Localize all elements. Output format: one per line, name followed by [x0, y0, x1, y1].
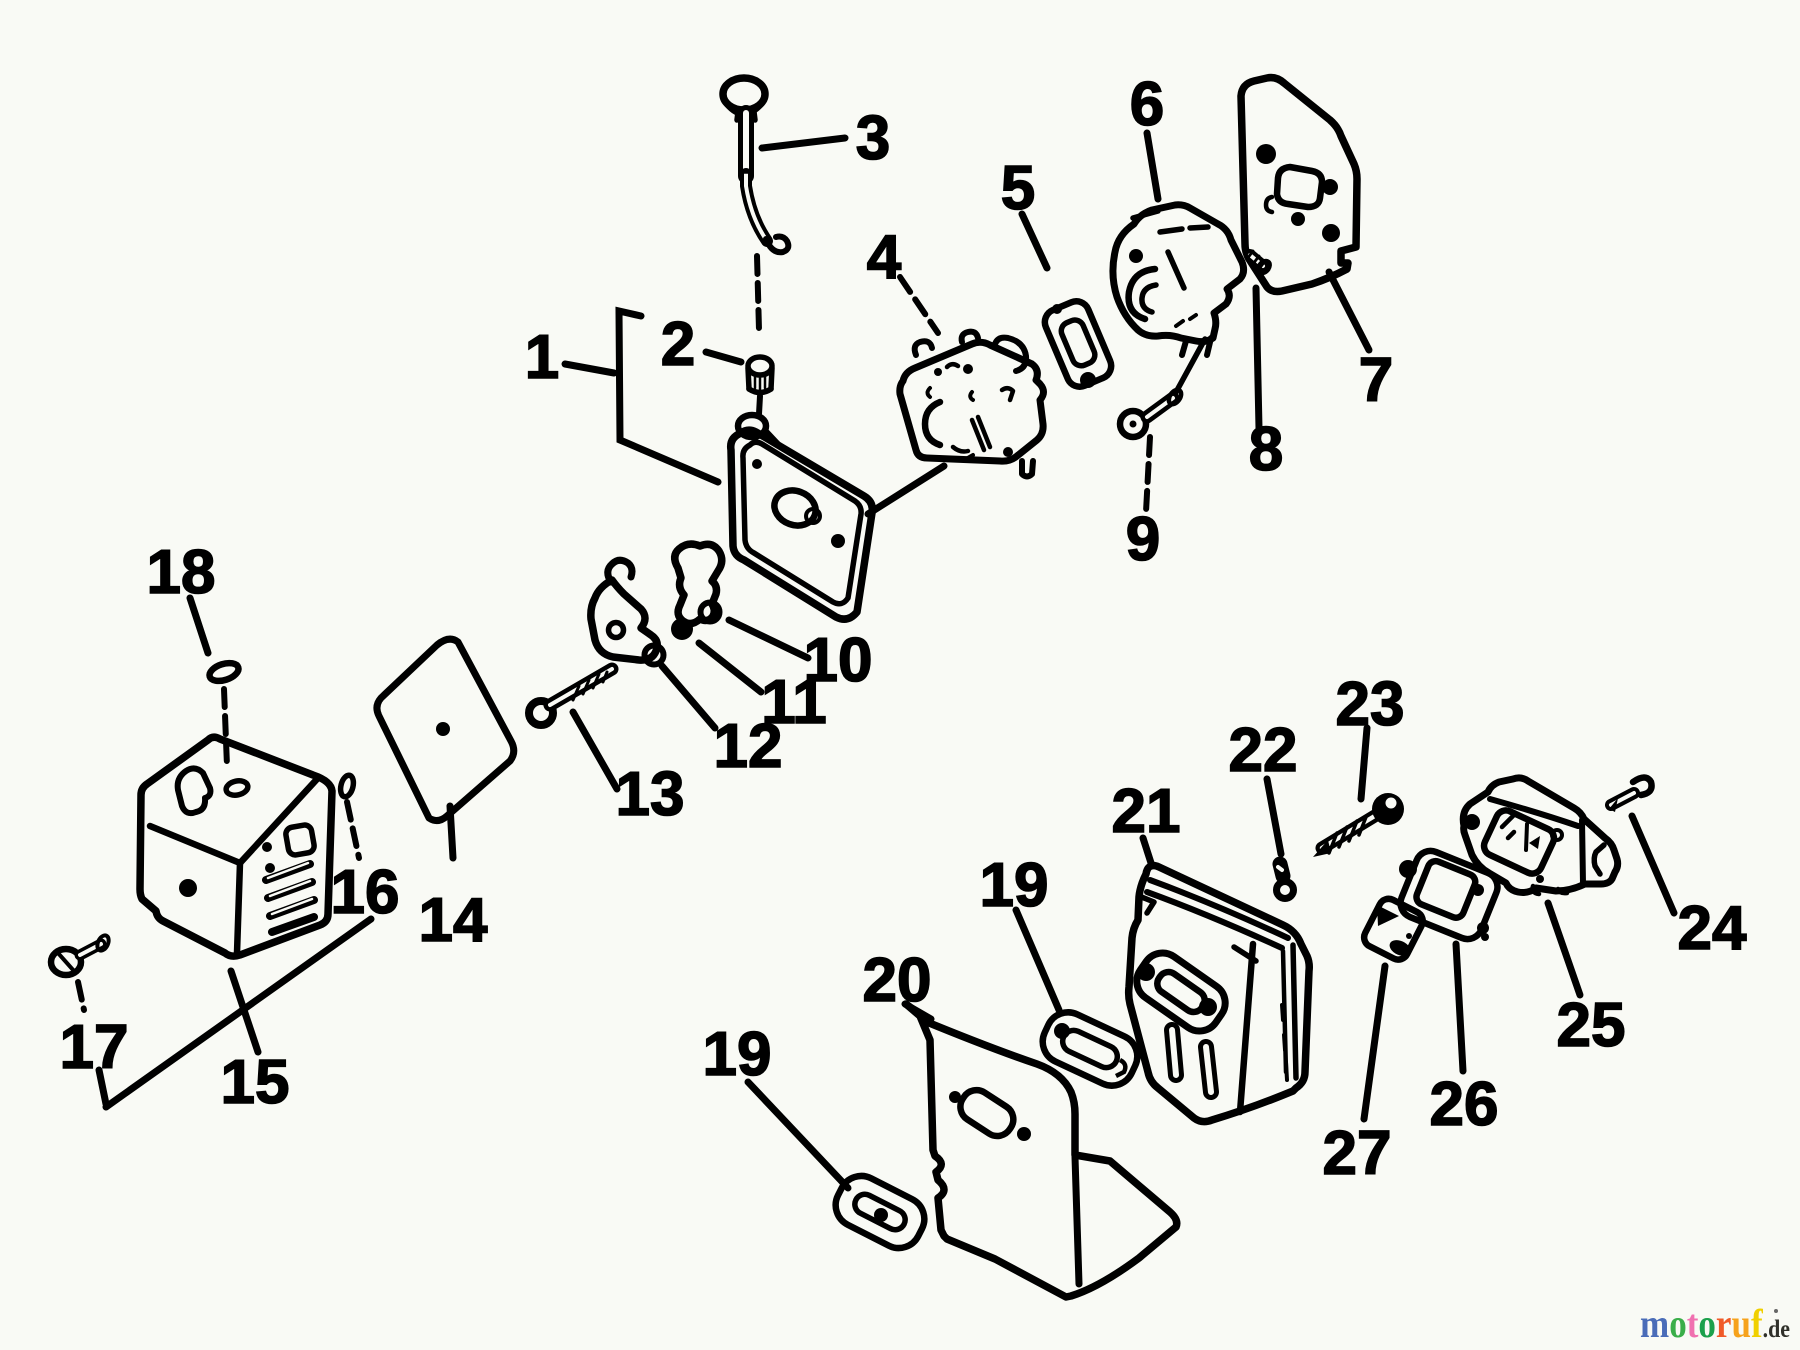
svg-text:12: 12 [714, 712, 783, 781]
svg-text:1: 1 [525, 323, 559, 392]
svg-text:13: 13 [616, 760, 685, 829]
svg-text:7: 7 [1359, 346, 1393, 415]
svg-text:10: 10 [804, 626, 873, 695]
svg-text:21: 21 [1112, 777, 1181, 846]
svg-text:3: 3 [856, 104, 890, 173]
svg-text:14: 14 [419, 886, 488, 955]
svg-text:11: 11 [761, 668, 827, 737]
svg-text:9: 9 [1126, 505, 1160, 574]
svg-text:24: 24 [1678, 894, 1747, 963]
svg-text:19: 19 [703, 1020, 772, 1089]
svg-text:16: 16 [331, 858, 400, 927]
svg-text:25: 25 [1557, 991, 1626, 1060]
svg-text:22: 22 [1229, 716, 1298, 785]
svg-text:18: 18 [147, 538, 216, 607]
svg-text:20: 20 [863, 946, 932, 1015]
svg-text:6: 6 [1130, 70, 1164, 139]
svg-text:19: 19 [980, 851, 1049, 920]
svg-text:motoruf.de: motoruf.de [1640, 1301, 1790, 1346]
svg-text:8: 8 [1249, 415, 1283, 484]
svg-text:23: 23 [1336, 670, 1405, 739]
svg-text:5: 5 [1001, 154, 1035, 223]
svg-text:15: 15 [221, 1048, 290, 1117]
svg-text:4: 4 [867, 223, 902, 292]
svg-text:2: 2 [661, 310, 695, 379]
svg-text:27: 27 [1323, 1119, 1392, 1188]
svg-text:26: 26 [1430, 1070, 1499, 1139]
svg-text:17: 17 [60, 1013, 129, 1082]
